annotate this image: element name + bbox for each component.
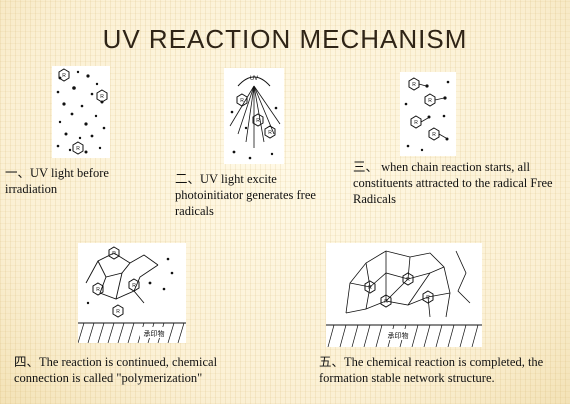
figure-uv-excitation: UV R R R <box>224 68 284 164</box>
substrate-label: 承印物 <box>388 331 409 340</box>
molecule-dots-illustration: R R R <box>56 68 108 155</box>
figure-polymerization: R R R R 承印物 <box>78 243 186 343</box>
svg-text:R: R <box>132 283 136 289</box>
svg-text:R: R <box>62 73 66 79</box>
svg-text:R: R <box>384 299 388 305</box>
svg-text:R: R <box>368 285 372 291</box>
figure-before-irradiation: R R R <box>52 66 110 158</box>
svg-text:R: R <box>412 82 416 88</box>
svg-text:R: R <box>256 118 260 124</box>
svg-text:R: R <box>112 251 116 257</box>
svg-text:R: R <box>428 98 432 104</box>
svg-text:R: R <box>426 295 430 301</box>
svg-text:R: R <box>100 94 104 100</box>
svg-text:R: R <box>414 120 418 126</box>
caption-step-1: 一、UV light before irradiation <box>5 166 109 196</box>
caption-step-3: 三、 when chain reaction starts, all const… <box>353 160 553 206</box>
caption-step-4: 四、The reaction is continued, chemical co… <box>14 355 218 385</box>
svg-text:R: R <box>76 146 80 152</box>
uv-source-label: UV <box>250 76 258 82</box>
svg-text:R: R <box>268 130 272 136</box>
polymerization-illustration: R R R R 承印物 <box>78 246 186 343</box>
svg-text:R: R <box>432 132 436 138</box>
svg-text:R: R <box>406 277 410 283</box>
radical-attraction-illustration: R R R R <box>404 77 450 152</box>
svg-text:R: R <box>240 98 244 104</box>
svg-text:R: R <box>96 287 100 293</box>
figure-chain-start: R R R R <box>400 72 456 156</box>
caption-step-5: 五、The chemical reaction is completed, th… <box>319 355 544 385</box>
uv-rays-illustration: UV R R R <box>229 76 281 160</box>
figure-network-complete: R R R R 承印物 <box>326 243 482 347</box>
svg-text:R: R <box>116 309 120 315</box>
slide-title: UV REACTION MECHANISM <box>102 24 468 54</box>
network-structure-illustration: R R R R 承印物 <box>326 250 482 347</box>
caption-step-2: 二、UV light excite photoinitiator generat… <box>175 172 316 218</box>
substrate-label: 承印物 <box>144 329 165 338</box>
